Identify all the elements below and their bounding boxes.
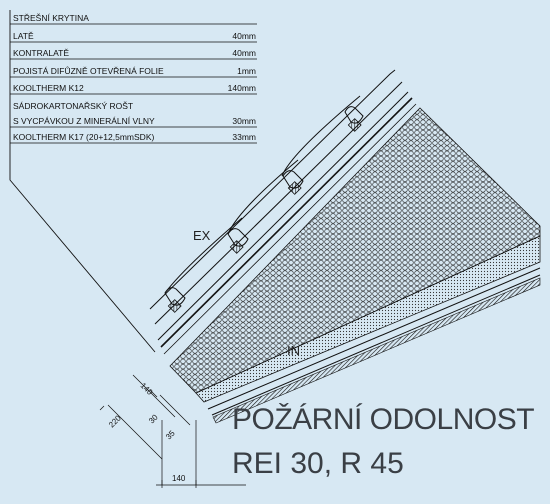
legend-row-value: 33mm: [232, 132, 256, 142]
legend-row-value: 40mm: [232, 48, 256, 58]
legend-row-label: S VYCPÁVKOU Z MINERÁLNÍ VLNY: [13, 116, 155, 126]
insulation-k12-layer: [169, 107, 541, 394]
batten: [229, 240, 244, 254]
dimension-label: 220: [107, 413, 123, 429]
legend-row-label: SÁDROKARTONAŘSKÝ ROŠT: [13, 101, 133, 111]
legend-row-value: 30mm: [232, 116, 256, 126]
layer-legend: STŘEŠNÍ KRYTINA LATĚ 40mm KONTRALATĚ 40m…: [9, 10, 257, 353]
legend-title: STŘEŠNÍ KRYTINA: [13, 13, 89, 23]
fire-resistance-title: POŽÁRNÍ ODOLNOST: [232, 403, 535, 436]
legend-row-value: 1mm: [237, 66, 256, 76]
dimension-label: 140: [172, 474, 186, 483]
dimensions: [99, 374, 246, 488]
legend-row-label: KOOLTHERM K17 (20+12,5mmSDK): [13, 132, 154, 142]
interior-label: IN: [287, 343, 300, 358]
plasterboard-layer: [212, 277, 541, 424]
legend-row-label: LATĚ: [13, 31, 34, 41]
dimension-label: 35: [164, 428, 177, 441]
dimension-label: 30: [147, 412, 160, 425]
batten: [287, 181, 302, 195]
legend-row-label: KONTRALATĚ: [13, 48, 69, 58]
legend-row-value: 140mm: [228, 83, 256, 93]
batten: [167, 299, 182, 313]
exterior-label: EX: [193, 228, 211, 243]
fire-resistance-rating: REI 30, R 45: [232, 447, 404, 480]
legend-row-label: KOOLTHERM K12: [13, 83, 84, 93]
roof-layers: [149, 69, 541, 424]
legend-row-value: 40mm: [232, 31, 256, 41]
batten: [347, 118, 362, 132]
legend-row-label: POJISTÁ DIFŮZNĚ OTEVŘENÁ FOLIE: [13, 65, 164, 76]
legend-leader-line: [9, 10, 156, 353]
mineral-wool-layer: [195, 235, 541, 403]
